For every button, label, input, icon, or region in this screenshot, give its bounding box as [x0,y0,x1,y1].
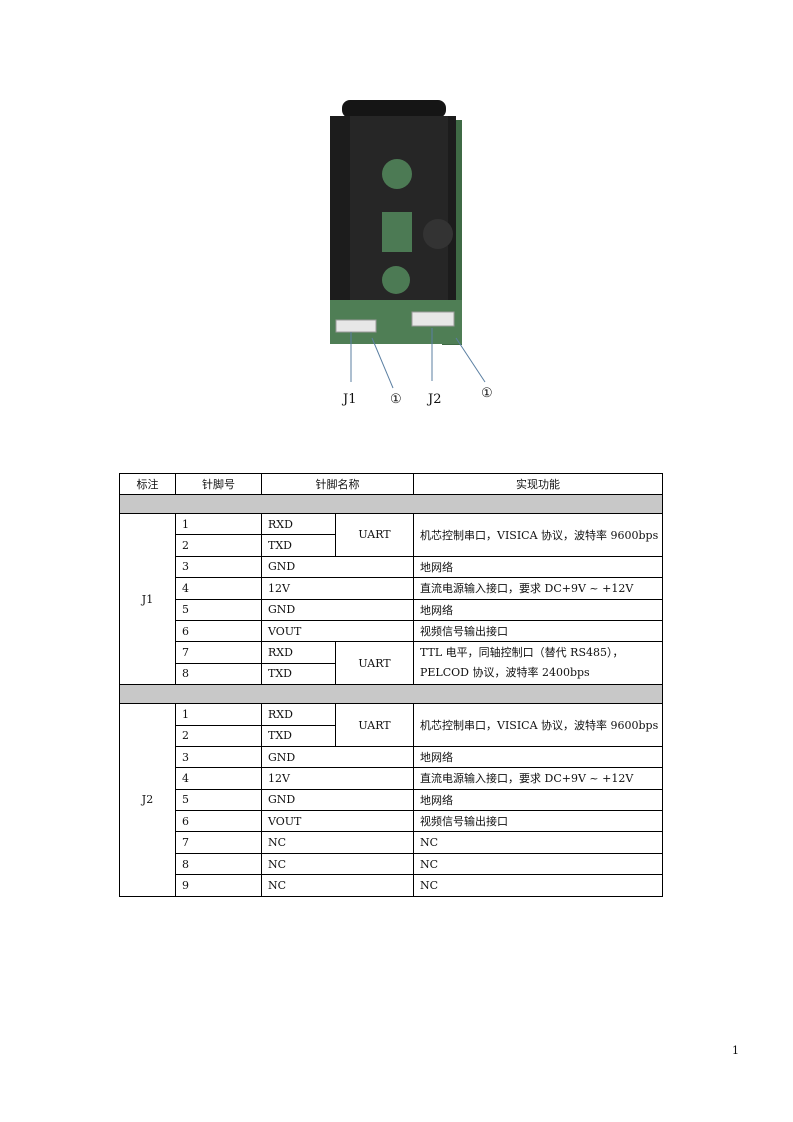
pin-number: 2 [175,534,262,557]
pin-name: RXD [261,512,336,536]
lens-barrel [342,100,446,118]
header-pin-name: 针脚名称 [261,473,414,495]
page-number: 1 [732,1044,739,1057]
pin-name: GND [261,745,414,769]
pin-function: 地网络 [413,555,663,579]
pin-name: VOUT [261,810,414,833]
table-row: 7 RXD UART TTL 电平，同轴控制口（替代 RS485），PELCOD… [120,641,663,686]
housing-hole-right [423,219,453,249]
pin-number: 8 [175,662,262,686]
pin-number: 6 [175,619,262,643]
pin-function: 视频信号输出接口 [413,810,663,833]
camera-module-illustration [330,100,486,389]
pin-name: TXD [261,534,336,557]
pin-number: 2 [175,724,262,747]
pin-function: 地网络 [413,745,663,769]
table-row: 8 TXD [120,662,663,686]
pin-number: 4 [175,577,262,600]
table-row: 9 NC NC [120,874,663,897]
table-header-row: 标注 针脚号 针脚名称 实现功能 [119,473,663,495]
pin-name: TXD [261,724,336,747]
pin-number: 9 [175,874,262,897]
callout-j1: J1 [343,392,357,407]
pin-function: 直流电源输入接口，要求 DC+9V ~ +12V [413,767,663,790]
table-row: 4 12V 直流电源输入接口，要求 DC+9V ~ +12V [120,577,663,600]
connector-j1 [335,319,377,333]
section-separator [119,494,663,514]
pin-name: GND [261,555,414,579]
pin-function: 地网络 [413,788,663,812]
pin-function: 视频信号输出接口 [413,619,663,643]
pin-number: 3 [175,745,262,769]
housing-hole-bottom [382,266,410,294]
pin-number: 1 [175,703,262,726]
pin-group: UART [335,641,414,686]
pin-name: 12V [261,577,414,600]
table-row: 7 NC NC [120,831,663,854]
connector-j2 [411,311,455,327]
pin-name: GND [261,598,414,621]
housing-hole-top [382,159,412,189]
pin-number: 8 [175,852,262,876]
pin-number: 4 [175,767,262,790]
table-row: J1 1 RXD UART 机芯控制串口，VISICA 协议，波特率 9600b… [119,512,663,686]
pin-function: NC [413,852,663,876]
pin-name: NC [261,852,414,876]
pin-function: 地网络 [413,598,663,621]
pin-name: NC [261,831,414,854]
pin-number: 3 [175,555,262,579]
pin-number: 7 [175,831,262,854]
leader-line-pin1-left [371,337,394,389]
header-pin-number: 针脚号 [175,473,262,495]
pin-function: TTL 电平，同轴控制口（替代 RS485），PELCOD 协议，波特率 240… [413,641,663,686]
pin-function: NC [413,874,663,897]
pin-function: 机芯控制串口，VISICA 协议，波特率 9600bps [413,703,663,747]
section-separator [119,684,663,705]
pin-function: 机芯控制串口，VISICA 协议，波特率 9600bps [413,513,663,557]
pin-number: 5 [175,598,262,621]
pin-name: RXD [261,703,336,726]
table-row: 3 GND 地网络 [120,555,663,579]
table-row: 4 12V 直流电源输入接口，要求 DC+9V ~ +12V [120,767,663,790]
leader-line-pin1-right [455,337,486,383]
housing-window-center [382,212,412,252]
table-row: J2 1 RXD UART 机芯控制串口，VISICA 协议，波特率 9600b… [119,703,663,897]
callout-pin1-right: ① [481,386,493,401]
table-row: 5 GND 地网络 [120,788,663,812]
callout-pin1-left: ① [390,392,402,407]
pin-name: 12V [261,767,414,790]
table-row: 6 VOUT 视频信号输出接口 [120,810,663,833]
connector-label-j1: J1 [119,512,176,686]
pin-name: VOUT [261,619,414,643]
table-row: 8 NC NC [120,852,663,876]
pin-group: UART [335,513,414,557]
pin-name: RXD [261,641,336,664]
header-label: 标注 [119,473,176,495]
table-row: 5 GND 地网络 [120,598,663,621]
header-function: 实现功能 [413,473,663,495]
pin-group: UART [335,703,414,747]
table-row: 6 VOUT 视频信号输出接口 [120,619,663,643]
connector-label-j2: J2 [119,703,176,897]
pin-function: 直流电源输入接口，要求 DC+9V ~ +12V [413,577,663,600]
pin-name: GND [261,788,414,812]
pin-name: TXD [261,662,336,686]
callout-j2: J2 [428,392,442,407]
pin-number: 7 [175,641,262,664]
pin-definition-table: 标注 针脚号 针脚名称 实现功能 J1 1 RXD UART 机芯控制串口，VI… [119,473,663,897]
pin-number: 5 [175,788,262,812]
pin-number: 6 [175,810,262,833]
camera-module-figure: J1 ① J2 ① [320,92,510,417]
pin-name: NC [261,874,414,897]
pin-function: NC [413,831,663,854]
pin-number: 1 [175,512,262,536]
table-row: 3 GND 地网络 [120,745,663,769]
